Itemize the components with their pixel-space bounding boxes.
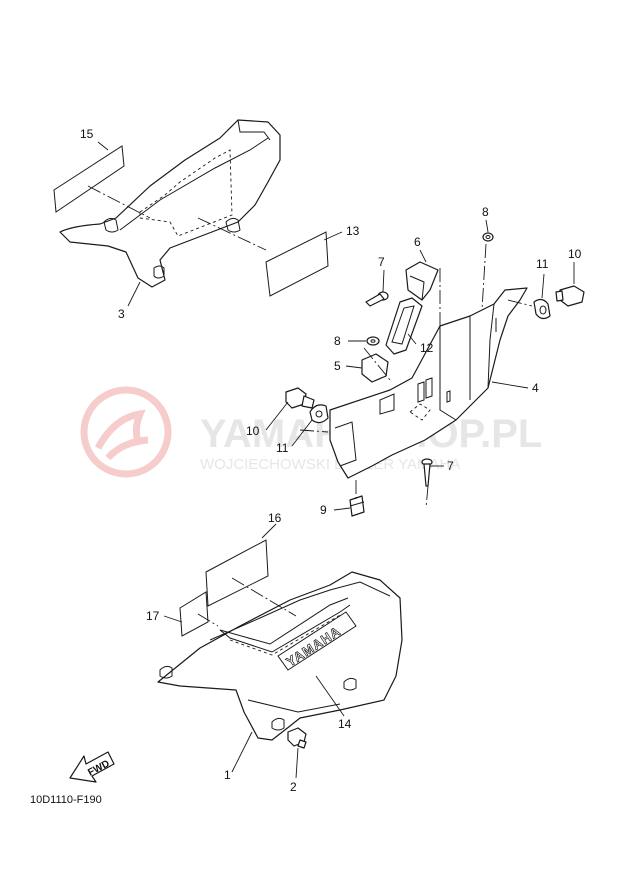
decal-16	[205, 539, 269, 607]
strap-12	[385, 297, 423, 355]
callout-16: 16	[268, 511, 282, 525]
callout-2: 2	[290, 780, 297, 794]
callout-3: 3	[118, 307, 125, 321]
callout-17: 17	[146, 609, 160, 623]
bolt-10-left	[285, 387, 315, 409]
decal-13	[265, 231, 329, 297]
watermark-dealer: WOJCIECHOWSKI DEALER YAMAHA	[200, 456, 460, 473]
callout-14: 14	[338, 717, 352, 731]
callout-10-right: 10	[568, 247, 582, 261]
watermark-emblem	[80, 386, 172, 478]
drawing-code: 10D1110-F190	[30, 794, 102, 806]
callout-7-lower: 7	[447, 459, 454, 473]
bolt-10-right	[555, 285, 585, 307]
callout-11-right: 11	[536, 257, 549, 271]
damper-9	[349, 495, 365, 517]
callout-6: 6	[414, 235, 421, 249]
screw-2	[287, 727, 307, 749]
callout-1: 1	[224, 768, 231, 782]
nut-5	[361, 353, 389, 383]
callout-11-left: 11	[276, 441, 289, 455]
side-cover-bracket	[329, 287, 528, 479]
grommet-11-right	[533, 298, 551, 320]
washer-8-lower	[366, 336, 380, 346]
callout-12: 12	[420, 341, 434, 355]
clip-6	[405, 261, 439, 301]
grommet-11-left	[309, 404, 329, 424]
forward-arrow-icon: FWD	[69, 751, 115, 783]
callouts: 1 2 3 4 5 6 7 7 8 8 9 10 10 11 11 12 13 …	[80, 127, 582, 794]
callout-10-left: 10	[246, 424, 260, 438]
decal-15	[53, 145, 125, 213]
callout-5: 5	[334, 359, 341, 373]
rivet-7-upper	[365, 291, 389, 307]
washer-8-upper	[482, 232, 494, 242]
callout-9: 9	[320, 503, 327, 517]
alignment-lines	[87, 185, 533, 627]
callout-7-upper: 7	[378, 255, 385, 269]
callout-8-upper: 8	[482, 205, 489, 219]
callout-4: 4	[532, 381, 539, 395]
callout-8-lower: 8	[334, 334, 341, 348]
rivet-7-lower	[421, 458, 433, 487]
callout-15: 15	[80, 127, 94, 141]
decal-17	[179, 591, 209, 637]
upper-side-cover	[59, 119, 281, 288]
leader-lines	[97, 141, 575, 779]
callout-13: 13	[346, 224, 360, 238]
